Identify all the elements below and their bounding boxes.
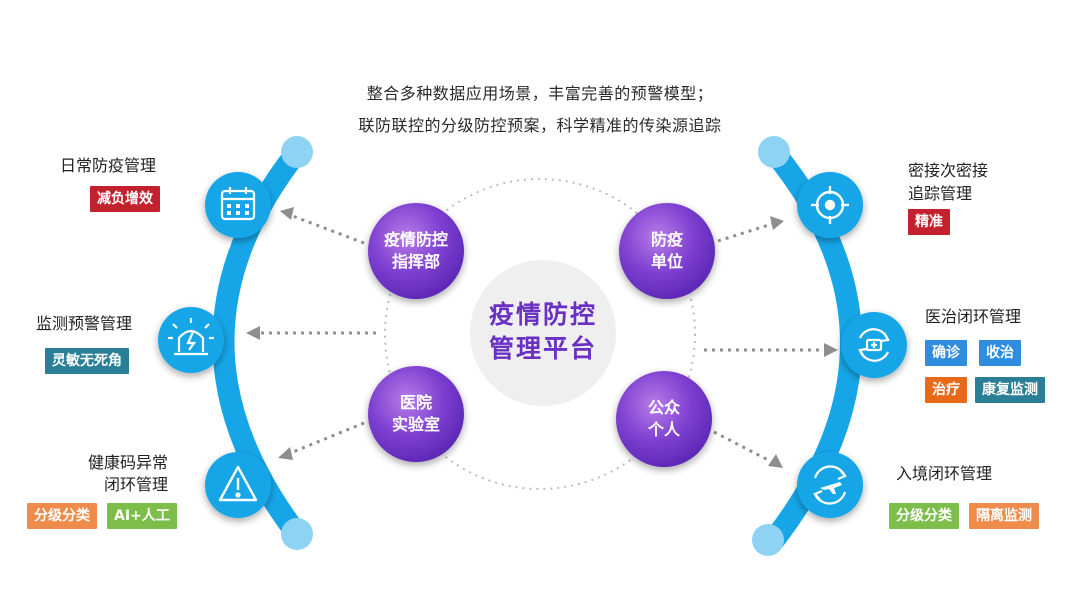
monitor-tag-0: 灵敏无死角 (45, 348, 129, 374)
monitor-icon-circle (158, 307, 224, 373)
medical-tag-1: 收治 (979, 340, 1021, 366)
center-title-line-2: 管理平台 (488, 334, 597, 363)
right-arc-bottom-cap (752, 524, 784, 556)
medical-cycle-icon (858, 328, 890, 362)
node-public-circle (616, 371, 712, 467)
node-lab-line-2: 实验室 (391, 415, 440, 434)
medical-tag-0: 确诊 (925, 340, 967, 366)
node-command-circle (368, 203, 464, 299)
warning-icon (218, 465, 258, 502)
center-disc (470, 260, 616, 406)
node-command-line-2: 指挥部 (391, 252, 440, 271)
center-title: 疫情防控 管理平台 (470, 298, 616, 366)
node-command-line-1: 疫情防控 (383, 230, 448, 249)
healthcode-title-line-1: 健康码异常 (88, 453, 169, 472)
contact-title-line-1: 密接次密接 (908, 161, 989, 180)
node-public-line-1: 公众 (647, 398, 680, 417)
center-title-line-1: 疫情防控 (488, 300, 597, 329)
header-line-1: 整合多种数据应用场景，丰富完善的预警模型； (366, 84, 714, 103)
node-public: 公众 个人 (616, 397, 712, 441)
target-icon (811, 186, 849, 224)
daily-tag-0: 减负增效 (90, 186, 160, 212)
healthcode-tag-0: 分级分类 (27, 503, 97, 529)
monitor-title: 监测预警管理 (36, 314, 133, 333)
node-public-line-2: 个人 (647, 420, 680, 439)
node-unit-line-1: 防疫 (650, 230, 683, 249)
medical-title: 医治闭环管理 (925, 307, 1022, 326)
node-lab: 医院 实验室 (368, 392, 464, 436)
node-unit: 防疫 单位 (619, 229, 715, 273)
plane-cycle-icon (813, 465, 847, 505)
healthcode-tag-1: AI+人工 (107, 503, 177, 529)
node-unit-circle (619, 203, 715, 299)
header-line-2: 联防联控的分级防控预案，科学精准的传染源追踪 (358, 116, 722, 135)
calendar-icon (220, 187, 256, 221)
healthcode-title-line-2: 闭环管理 (104, 475, 169, 494)
medical-tag-3: 康复监测 (975, 377, 1045, 403)
contact-tag-0: 精准 (908, 209, 950, 235)
node-command: 疫情防控 指挥部 (368, 229, 464, 273)
entry-tag-0: 分级分类 (889, 503, 959, 529)
medical-tag-2: 治疗 (925, 377, 967, 403)
node-lab-line-1: 医院 (399, 393, 432, 412)
entry-title: 入境闭环管理 (896, 464, 993, 483)
daily-title: 日常防疫管理 (60, 156, 157, 175)
node-unit-line-2: 单位 (650, 252, 683, 271)
contact-title-line-2: 追踪管理 (908, 184, 973, 203)
arrow-heads (246, 207, 838, 468)
right-arc-top-cap (758, 136, 790, 168)
dotted-arrows (258, 213, 826, 464)
dotted-ring (384, 178, 696, 490)
entry-tag-1: 隔离监测 (969, 503, 1039, 529)
left-arc-top-cap (281, 136, 313, 168)
left-arc-bottom-cap (281, 518, 313, 550)
node-lab-circle (368, 366, 464, 462)
alarm-light-icon (168, 318, 214, 356)
